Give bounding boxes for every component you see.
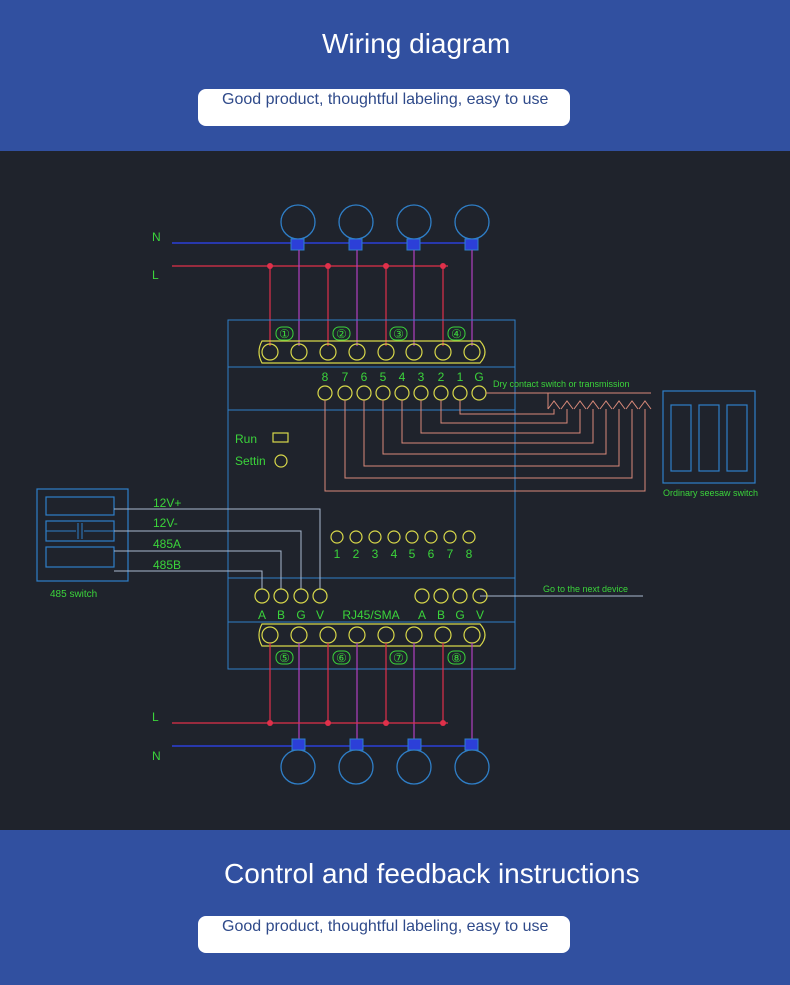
rj45-sma-label: RJ45/SMA	[342, 608, 399, 622]
dip-number: 2	[353, 547, 360, 561]
input-terminal-label: 2	[438, 370, 445, 384]
lamp-icon	[280, 738, 316, 785]
dry-contact-label: Dry contact switch or transmission	[493, 379, 630, 389]
label-n-top: N	[152, 230, 161, 244]
dry-contact-wires	[324, 392, 646, 492]
dip-number: 1	[334, 547, 341, 561]
input-terminal-label: 1	[457, 370, 464, 384]
bus-labels: A B G V RJ45/SMA A B G V	[258, 608, 484, 622]
footer-subtitle: Good product, thoughtful labeling, easy …	[222, 918, 549, 935]
wiring-diagram-svg: N L	[36, 204, 758, 785]
dip-number: 4	[391, 547, 398, 561]
channel-number: ③	[393, 327, 404, 341]
power-label: 485A	[153, 537, 181, 551]
switch-485-label: 485 switch	[50, 589, 97, 600]
power-label: 485B	[153, 558, 181, 572]
dip-number: 7	[447, 547, 454, 561]
section-title: Control and feedback instructions	[224, 858, 640, 889]
bus-label: V	[316, 608, 324, 622]
channel-number: ⑥	[336, 651, 347, 665]
label-l-bottom: L	[152, 710, 159, 724]
top-wires	[267, 250, 473, 346]
input-terminals	[317, 385, 487, 401]
label-l-top: L	[152, 268, 159, 282]
next-device-label: Go to the next device	[543, 584, 628, 594]
header-subtitle-pill: Good product, thoughtful labeling, easy …	[198, 89, 570, 126]
bus-label: A	[418, 608, 426, 622]
bottom-channel-numbers: ⑤ ⑥ ⑦ ⑧	[275, 650, 466, 665]
switch-contacts	[547, 392, 652, 410]
dip-number: 3	[372, 547, 379, 561]
bottom-wires	[267, 643, 473, 739]
bus-label: A	[258, 608, 266, 622]
header-subtitle: Good product, thoughtful labeling, easy …	[222, 91, 549, 108]
channel-number: ④	[451, 327, 462, 341]
wiring-diagram: N L	[0, 151, 790, 830]
top-channel-numbers: ① ② ③ ④	[275, 326, 466, 341]
dip-number: 6	[428, 547, 435, 561]
bus-label: G	[455, 608, 464, 622]
bus-label: B	[277, 608, 285, 622]
page-title: Wiring diagram	[322, 28, 511, 59]
seesaw-switch-icon	[662, 390, 756, 484]
setting-button-icon	[274, 454, 288, 468]
lamp-icon	[396, 738, 432, 785]
channel-number: ⑦	[393, 651, 404, 665]
input-terminal-label: G	[474, 370, 483, 384]
bottom-lamps	[280, 738, 490, 785]
footer-subtitle-pill: Good product, thoughtful labeling, easy …	[198, 916, 570, 953]
seesaw-switch-label: Ordinary seesaw switch	[663, 488, 758, 498]
lamp-icon	[280, 204, 316, 251]
setting-label: Settin	[235, 454, 266, 468]
input-terminal-label: 5	[380, 370, 387, 384]
input-terminal-label: 3	[418, 370, 425, 384]
bottom-terminal-block	[258, 623, 486, 647]
dip-switch-numbers: 1 2 3 4 5 6 7 8	[334, 547, 473, 561]
bus-label: B	[437, 608, 445, 622]
run-label: Run	[235, 432, 257, 446]
power-label: 12V+	[153, 496, 181, 510]
run-indicator-icon	[272, 432, 289, 443]
switch-485-icon	[36, 488, 129, 582]
channel-number: ⑧	[451, 651, 462, 665]
power-label: 12V-	[153, 516, 178, 530]
input-terminal-label: 4	[399, 370, 406, 384]
lamp-icon	[454, 738, 490, 785]
dip-switch-circles	[330, 530, 476, 544]
bus-terminals	[254, 588, 488, 604]
device-body	[227, 319, 516, 670]
bus-wires	[114, 508, 643, 597]
channel-number: ②	[336, 327, 347, 341]
input-terminal-labels: 8 7 6 5 4 3 2 1 G	[322, 370, 484, 384]
lamp-icon	[338, 738, 374, 785]
header-banner: Wiring diagram Good product, thoughtful …	[0, 0, 790, 151]
channel-number: ①	[279, 327, 290, 341]
channel-number: ⑤	[279, 651, 290, 665]
input-terminal-label: 7	[342, 370, 349, 384]
dip-number: 8	[466, 547, 473, 561]
dip-number: 5	[409, 547, 416, 561]
input-terminal-label: 8	[322, 370, 329, 384]
label-n-bottom: N	[152, 749, 161, 763]
bus-label: V	[476, 608, 484, 622]
lamp-icon	[338, 204, 374, 251]
top-terminal-block	[258, 340, 486, 364]
bus-label: G	[296, 608, 305, 622]
footer-banner: Control and feedback instructions Good p…	[0, 830, 790, 985]
input-terminal-label: 6	[361, 370, 368, 384]
